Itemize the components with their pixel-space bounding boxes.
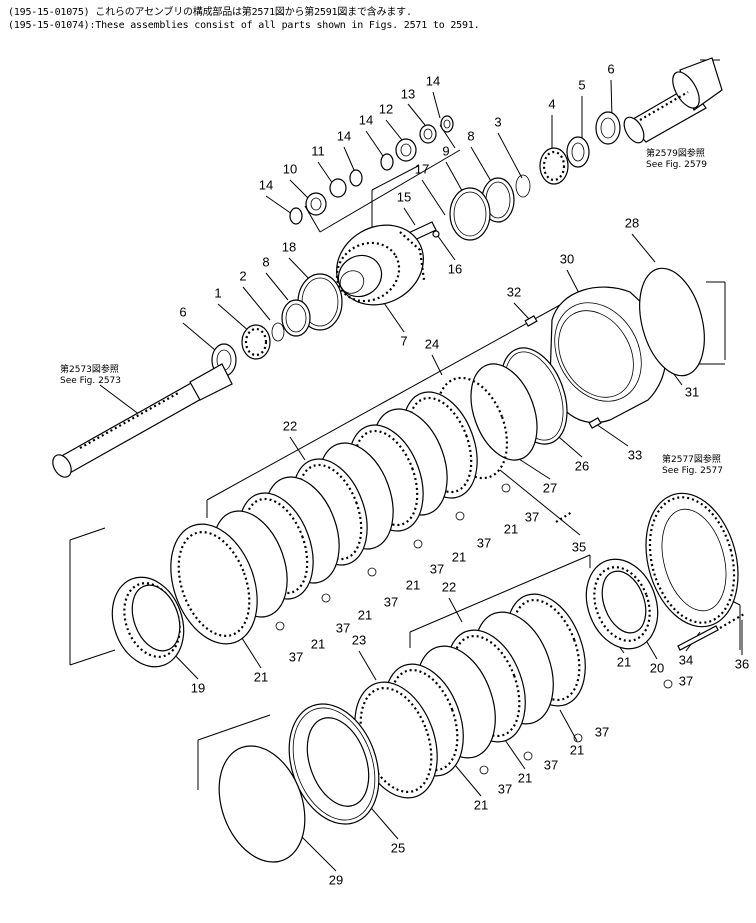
header-line-en: (195-15-01074):These assemblies consist … — [8, 20, 480, 31]
callout-22: 22 — [283, 418, 297, 433]
callout-27: 27 — [543, 480, 557, 495]
callout-8: 8 — [467, 128, 474, 143]
callout-32: 32 — [507, 284, 521, 299]
callout-21: 21 — [474, 797, 488, 812]
callout-21: 21 — [570, 742, 584, 757]
callout-22: 22 — [442, 579, 456, 594]
callout-19: 19 — [191, 680, 205, 695]
retainers — [275, 483, 673, 775]
svg-text:第2577図参照: 第2577図参照 — [662, 453, 721, 465]
callout-33: 33 — [628, 447, 642, 462]
callout-34: 34 — [679, 652, 693, 667]
leader-lines — [69, 59, 743, 872]
callout-29: 29 — [329, 872, 343, 887]
clutch-pack-lower — [354, 593, 586, 799]
callout-37: 37 — [336, 620, 350, 635]
callout-37: 37 — [498, 781, 512, 796]
callout-21: 21 — [518, 770, 532, 785]
svg-text:See Fig. 2573: See Fig. 2573 — [60, 376, 121, 386]
callout-21: 21 — [254, 669, 268, 684]
header-line-jp: (195-15-01075) これらのアセンブリの構成部品は第2571図から第2… — [8, 7, 412, 18]
callout-35: 35 — [572, 539, 586, 554]
callout-17: 17 — [415, 161, 429, 176]
callout-8: 8 — [262, 254, 269, 269]
fig-ref-2579: 第2579図参照 See Fig. 2579 — [646, 147, 707, 170]
svg-text:第2579図参照: 第2579図参照 — [646, 147, 705, 159]
callout-26: 26 — [575, 458, 589, 473]
fig-ref-2577: 第2577図参照 See Fig. 2577 — [662, 453, 723, 476]
callout-36: 36 — [735, 656, 749, 671]
piston-25 — [288, 703, 380, 825]
gear-20 — [585, 558, 659, 650]
callout-21: 21 — [358, 607, 372, 622]
callout-21: 21 — [311, 636, 325, 651]
callout-23: 23 — [352, 632, 366, 647]
callout-37: 37 — [477, 535, 491, 550]
callout-37: 37 — [544, 757, 558, 772]
callout-10: 10 — [283, 161, 297, 176]
callout-1: 1 — [214, 285, 221, 300]
callout-24: 24 — [425, 336, 439, 351]
callout-37: 37 — [289, 649, 303, 664]
callout-21: 21 — [617, 654, 631, 669]
fig-ref-2573: 第2573図参照 See Fig. 2573 — [60, 363, 121, 386]
callout-4: 4 — [548, 96, 555, 111]
carrier — [335, 224, 426, 306]
clutch-pack-upper — [170, 391, 478, 645]
output-shaft — [623, 57, 723, 144]
callout-15: 15 — [397, 189, 411, 204]
callout-37: 37 — [384, 594, 398, 609]
svg-text:See Fig. 2577: See Fig. 2577 — [662, 466, 723, 476]
seal-ring-28 — [639, 267, 705, 377]
callout-3: 3 — [494, 114, 501, 129]
callout-31: 31 — [685, 384, 699, 399]
callout-21: 21 — [406, 577, 420, 592]
rings-upper — [435, 347, 568, 480]
seal-ring-29 — [218, 745, 306, 863]
callout-12: 12 — [379, 101, 393, 116]
callout-9: 9 — [442, 143, 449, 158]
callout-21: 21 — [452, 549, 466, 564]
bearings-right — [449, 111, 621, 241]
callout-28: 28 — [625, 215, 639, 230]
callout-18: 18 — [282, 239, 296, 254]
callout-6: 6 — [607, 61, 614, 76]
callout-21: 21 — [504, 521, 518, 536]
callout-7: 7 — [400, 333, 407, 348]
callout-6: 6 — [179, 304, 186, 319]
bearings-left — [211, 273, 343, 377]
small-parts-top — [289, 115, 454, 225]
callout-13: 13 — [401, 86, 415, 101]
callout-16: 16 — [448, 261, 462, 276]
callout-2: 2 — [239, 268, 246, 283]
header-note: (195-15-01075) これらのアセンブリの構成部品は第2571図から第2… — [8, 6, 480, 32]
callout-30: 30 — [560, 251, 574, 266]
callout-25: 25 — [391, 840, 405, 855]
callout-37: 37 — [679, 673, 693, 688]
callout-20: 20 — [650, 660, 664, 675]
svg-text:See Fig. 2579: See Fig. 2579 — [646, 160, 707, 170]
callout-11: 11 — [311, 143, 325, 158]
springs — [555, 511, 745, 651]
callout-labels: 1413121414111014654389171516188216728303… — [179, 61, 749, 887]
callout-37: 37 — [430, 561, 444, 576]
callout-14: 14 — [337, 128, 351, 143]
callout-37: 37 — [525, 509, 539, 524]
callout-14: 14 — [259, 177, 273, 192]
ring-gear-19 — [111, 576, 185, 668]
callout-14: 14 — [426, 73, 440, 88]
callout-5: 5 — [578, 77, 585, 92]
plate-2577 — [645, 492, 739, 628]
input-shaft — [52, 363, 233, 478]
callout-14: 14 — [359, 112, 373, 127]
svg-text:第2573図参照: 第2573図参照 — [60, 363, 119, 375]
callout-37: 37 — [595, 724, 609, 739]
